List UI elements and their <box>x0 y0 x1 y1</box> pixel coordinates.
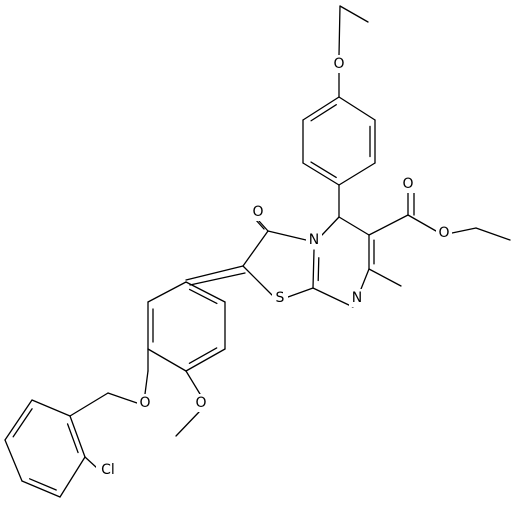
bond <box>242 230 269 267</box>
atom-o-ethoxy: O <box>331 55 347 73</box>
bond <box>368 268 402 287</box>
bond <box>144 370 149 395</box>
atom-n-bridgehead: N <box>306 231 322 249</box>
bond <box>185 348 226 372</box>
bond <box>310 161 337 179</box>
svg-text:O: O <box>195 395 206 411</box>
bond <box>107 392 138 404</box>
bond <box>338 216 370 236</box>
svg-text:O: O <box>252 204 263 220</box>
atom-cl: Cl <box>96 461 120 479</box>
bond <box>451 227 477 234</box>
bond <box>302 162 340 186</box>
bond <box>185 370 201 395</box>
bond <box>147 281 187 303</box>
bond <box>302 96 340 121</box>
bond <box>267 230 307 241</box>
atom-n-ring: N <box>349 289 365 307</box>
bond <box>368 214 409 236</box>
bond <box>407 214 437 232</box>
bond <box>69 415 86 458</box>
atom-o-ester-carbonyl: O <box>400 175 416 193</box>
bond <box>31 399 71 417</box>
bond <box>321 216 340 236</box>
bond <box>338 5 341 56</box>
bond <box>12 408 33 438</box>
bond <box>188 288 218 305</box>
atom-o-benzyl-ether: O <box>137 394 153 412</box>
bond-lines <box>4 5 511 498</box>
svg-text:O: O <box>438 225 449 241</box>
bond <box>147 348 187 372</box>
svg-text:N: N <box>352 290 362 306</box>
bond <box>69 392 109 417</box>
bond <box>310 104 337 122</box>
atom-s-ring: S <box>272 289 288 307</box>
svg-text:O: O <box>402 176 413 192</box>
bond <box>59 456 86 498</box>
bond <box>242 265 273 296</box>
bond <box>66 423 79 454</box>
svg-text:Cl: Cl <box>101 462 115 478</box>
svg-text:O: O <box>333 56 344 72</box>
bond <box>185 281 226 303</box>
bond <box>338 96 376 121</box>
atom-o-ester-single: O <box>436 224 452 242</box>
svg-text:N: N <box>309 232 319 248</box>
bond <box>338 162 376 186</box>
bond <box>312 287 354 308</box>
bond <box>258 220 269 232</box>
bond <box>189 272 246 286</box>
bond <box>339 5 369 23</box>
bond <box>28 478 57 491</box>
bond <box>4 399 33 441</box>
bond <box>312 249 315 289</box>
atom-o-ketone: O <box>250 203 266 221</box>
bond <box>175 411 200 437</box>
bond <box>360 268 370 290</box>
svg-text:O: O <box>139 395 150 411</box>
bond <box>21 480 61 498</box>
bond <box>287 287 314 298</box>
svg-text:S: S <box>276 290 285 306</box>
bond <box>475 227 511 241</box>
bond <box>188 347 218 364</box>
bond <box>4 439 23 482</box>
bond <box>317 257 320 282</box>
bond <box>84 456 98 469</box>
atom-labels: O O O O N N S O <box>96 55 452 479</box>
bond <box>185 265 244 281</box>
atom-o-methoxy: O <box>193 394 209 412</box>
